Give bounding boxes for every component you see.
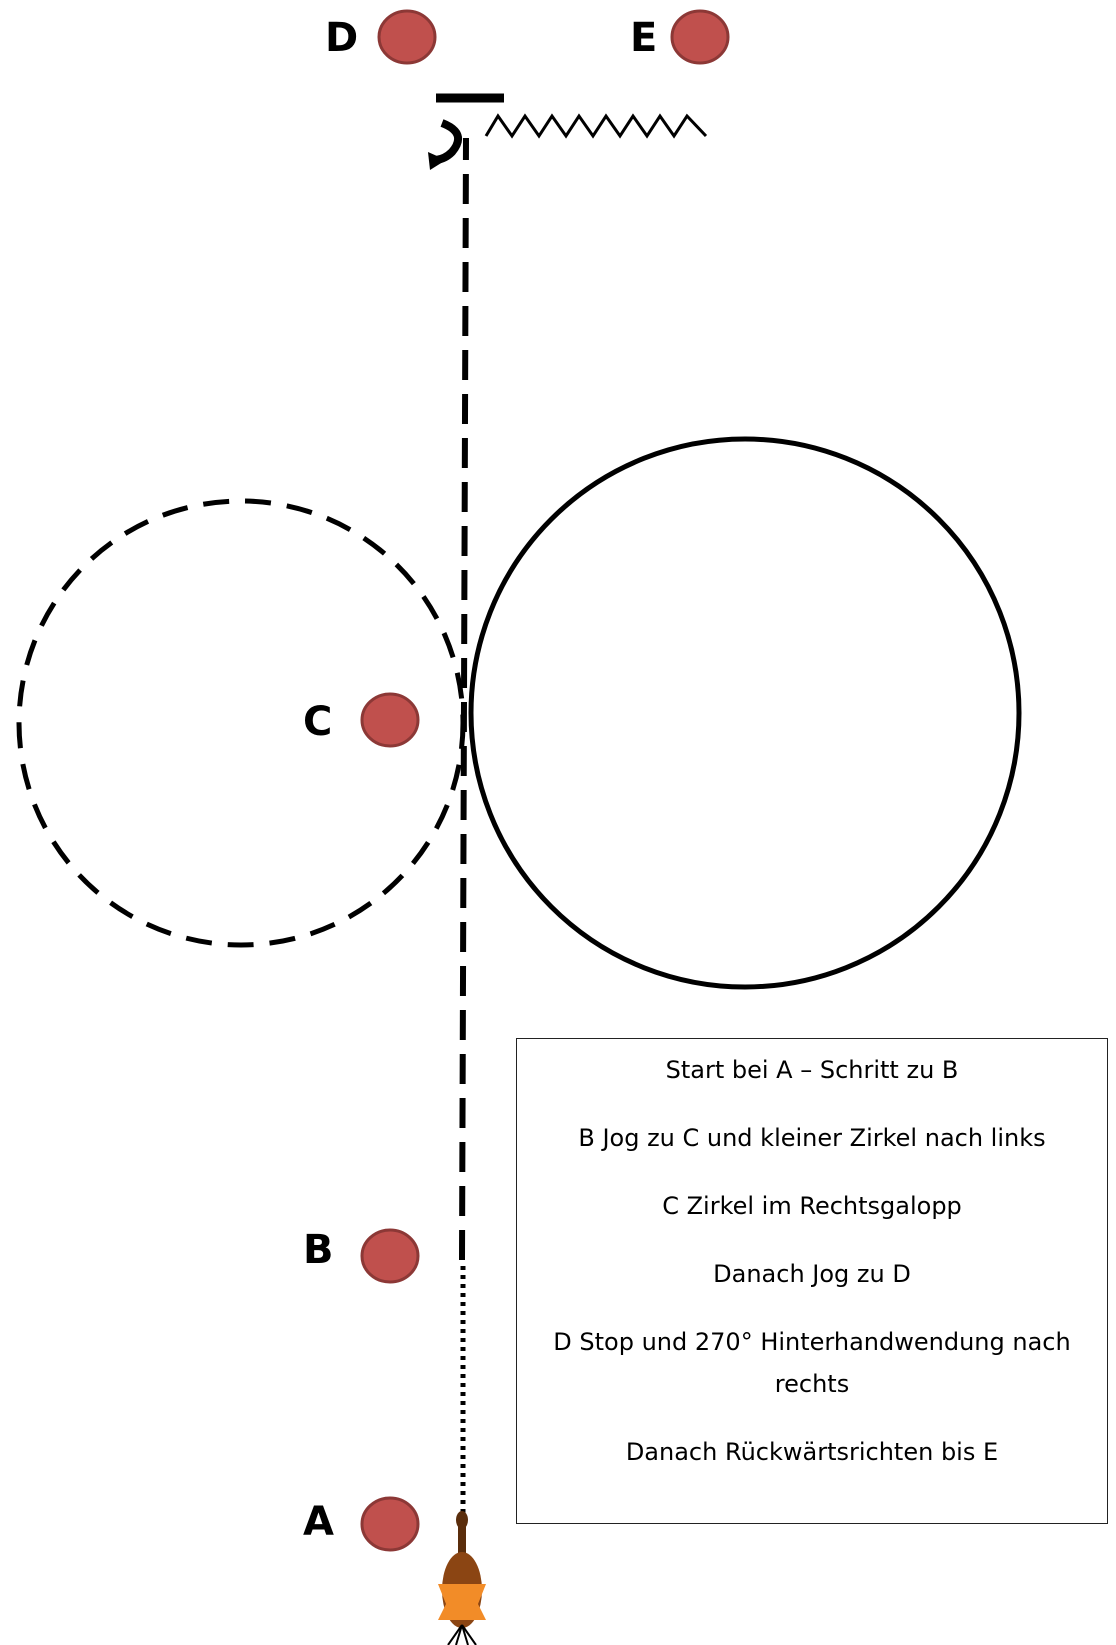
marker-c-label: C <box>303 699 333 745</box>
marker-b-cone <box>360 1228 420 1284</box>
instruction-item: B Jog zu C und kleiner Zirkel nach links <box>578 1124 1046 1152</box>
instruction-item: Start bei A – Schritt zu B <box>665 1056 959 1084</box>
marker-d-label: D <box>325 15 359 61</box>
marker-a-label: A <box>303 1499 334 1545</box>
backup-zigzag <box>484 113 708 139</box>
marker-e-cone <box>670 9 730 65</box>
right-circle-solid <box>468 436 1022 990</box>
instruction-item: D Stop und 270° Hinterhandwendung nach r… <box>553 1328 1071 1398</box>
marker-e-label: E <box>630 15 658 61</box>
marker-a-cone <box>360 1496 420 1552</box>
instruction-item: Danach Jog zu D <box>713 1260 911 1288</box>
instructions-box: Start bei A – Schritt zu B B Jog zu C un… <box>516 1038 1108 1524</box>
horse-rider-icon <box>438 1511 486 1645</box>
turn-arrow-icon <box>435 119 463 164</box>
turn-arrowhead <box>428 152 446 170</box>
jog-path-dashed <box>459 137 469 1261</box>
marker-c-cone <box>360 692 420 748</box>
instruction-item: Danach Rückwärtsrichten bis E <box>625 1438 999 1466</box>
marker-b-label: B <box>303 1227 334 1273</box>
marker-d-cone <box>377 9 437 65</box>
instruction-item: C Zirkel im Rechtsgalopp <box>662 1192 962 1220</box>
instructions-list: Start bei A – Schritt zu B B Jog zu C un… <box>517 1039 1107 1473</box>
